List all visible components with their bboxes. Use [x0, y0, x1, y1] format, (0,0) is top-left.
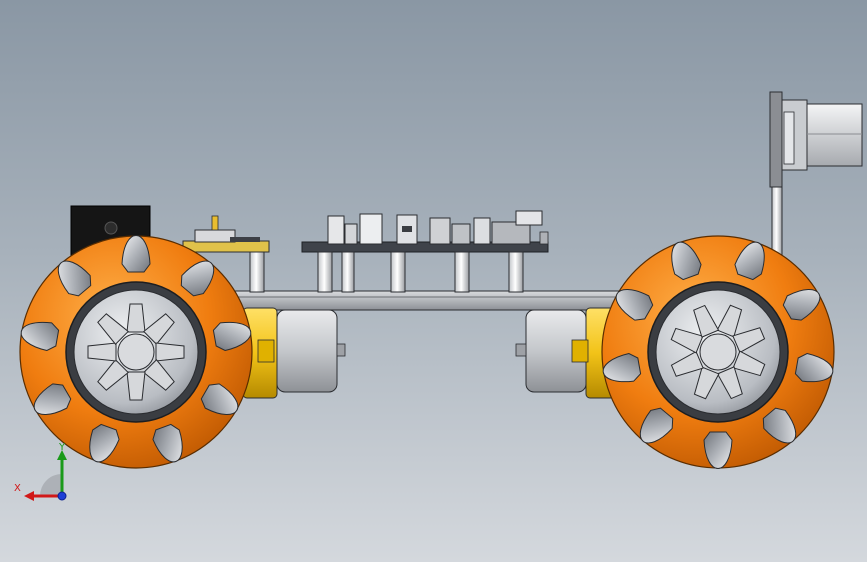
ultrasonic-sensor[interactable]: [769, 91, 863, 293]
triad-axes-icon: [24, 450, 67, 501]
triad-x-label: X: [14, 483, 21, 494]
left-motor[interactable]: [242, 307, 346, 399]
right-mecanum-wheel[interactable]: [600, 235, 836, 469]
coordinate-triad[interactable]: Y X: [10, 440, 80, 510]
main-pcb[interactable]: [301, 210, 549, 253]
standoffs: [249, 251, 524, 293]
left-mecanum-wheel[interactable]: [18, 235, 254, 469]
triad-y-label: Y: [59, 442, 66, 453]
mcu-board[interactable]: [182, 215, 270, 253]
chassis-plate[interactable]: [231, 290, 631, 311]
